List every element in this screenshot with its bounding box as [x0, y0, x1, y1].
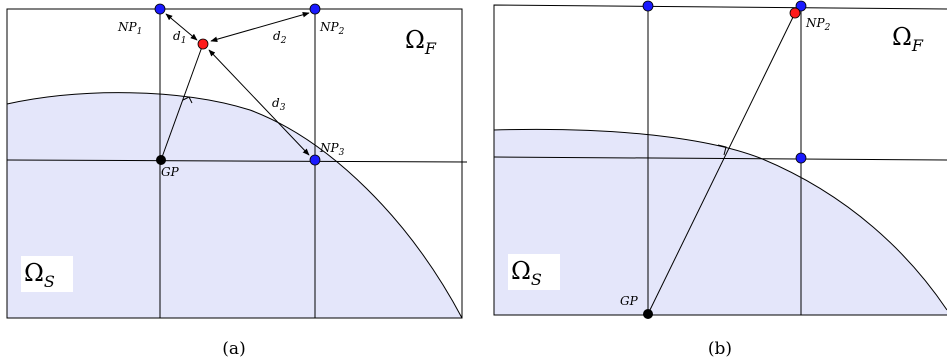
np2-label-a: NP2	[319, 20, 345, 37]
grid-horizontal-a	[6, 159, 468, 163]
np3-node-a	[309, 154, 321, 166]
normal-line-a	[160, 43, 204, 161]
solid-region-a	[7, 92, 462, 318]
gp-label-b: GP	[620, 294, 639, 308]
interface-curve-b	[493, 128, 947, 311]
np2-node-b	[795, 0, 807, 12]
np3-label-a: NP3	[319, 141, 345, 158]
solid-region-b	[494, 129, 947, 315]
top-left-node-b	[642, 0, 654, 12]
d2-arrow	[210, 12, 310, 42]
ghost-point-a	[156, 155, 166, 165]
np1-label-a: NP1	[117, 20, 142, 37]
image-point-a	[197, 38, 209, 50]
d1-arrow	[165, 13, 198, 41]
ghost-point-b	[643, 309, 653, 319]
fluid-region-label-a: ΩF	[405, 26, 437, 58]
frame-b	[493, 4, 947, 316]
grid-horizontal-b	[493, 156, 947, 161]
d3-label: d3	[272, 96, 286, 113]
panel-a: NP1 NP2 NP3 GP d1 d2 d3 ΩF ΩS (a)	[6, 3, 468, 359]
caption-b: (b)	[708, 339, 732, 359]
normal-line-b	[647, 12, 796, 315]
right-angle-marker-b	[717, 144, 727, 156]
frame-a	[6, 8, 463, 319]
panel-b: NP2 GP ΩF ΩS (b)	[493, 0, 947, 359]
np2-node-a	[309, 3, 321, 15]
solid-region-label-b: ΩS	[511, 257, 542, 289]
np2-label-b: NP2	[805, 16, 831, 33]
gp-label-a: GP	[161, 165, 180, 179]
mid-right-node-b	[795, 152, 807, 164]
fluid-region-label-b: ΩF	[892, 23, 924, 55]
d2-label: d2	[273, 29, 287, 46]
d1-label: d1	[173, 29, 186, 46]
solid-region-label-a: ΩS	[24, 259, 55, 291]
caption-a: (a)	[222, 339, 245, 359]
solid-label-bg-a	[21, 256, 73, 292]
np1-node-a	[154, 3, 166, 15]
right-angle-marker-a	[182, 96, 193, 104]
d3-arrow	[208, 49, 310, 156]
image-point-b	[789, 7, 801, 19]
solid-label-bg-b	[508, 254, 560, 290]
